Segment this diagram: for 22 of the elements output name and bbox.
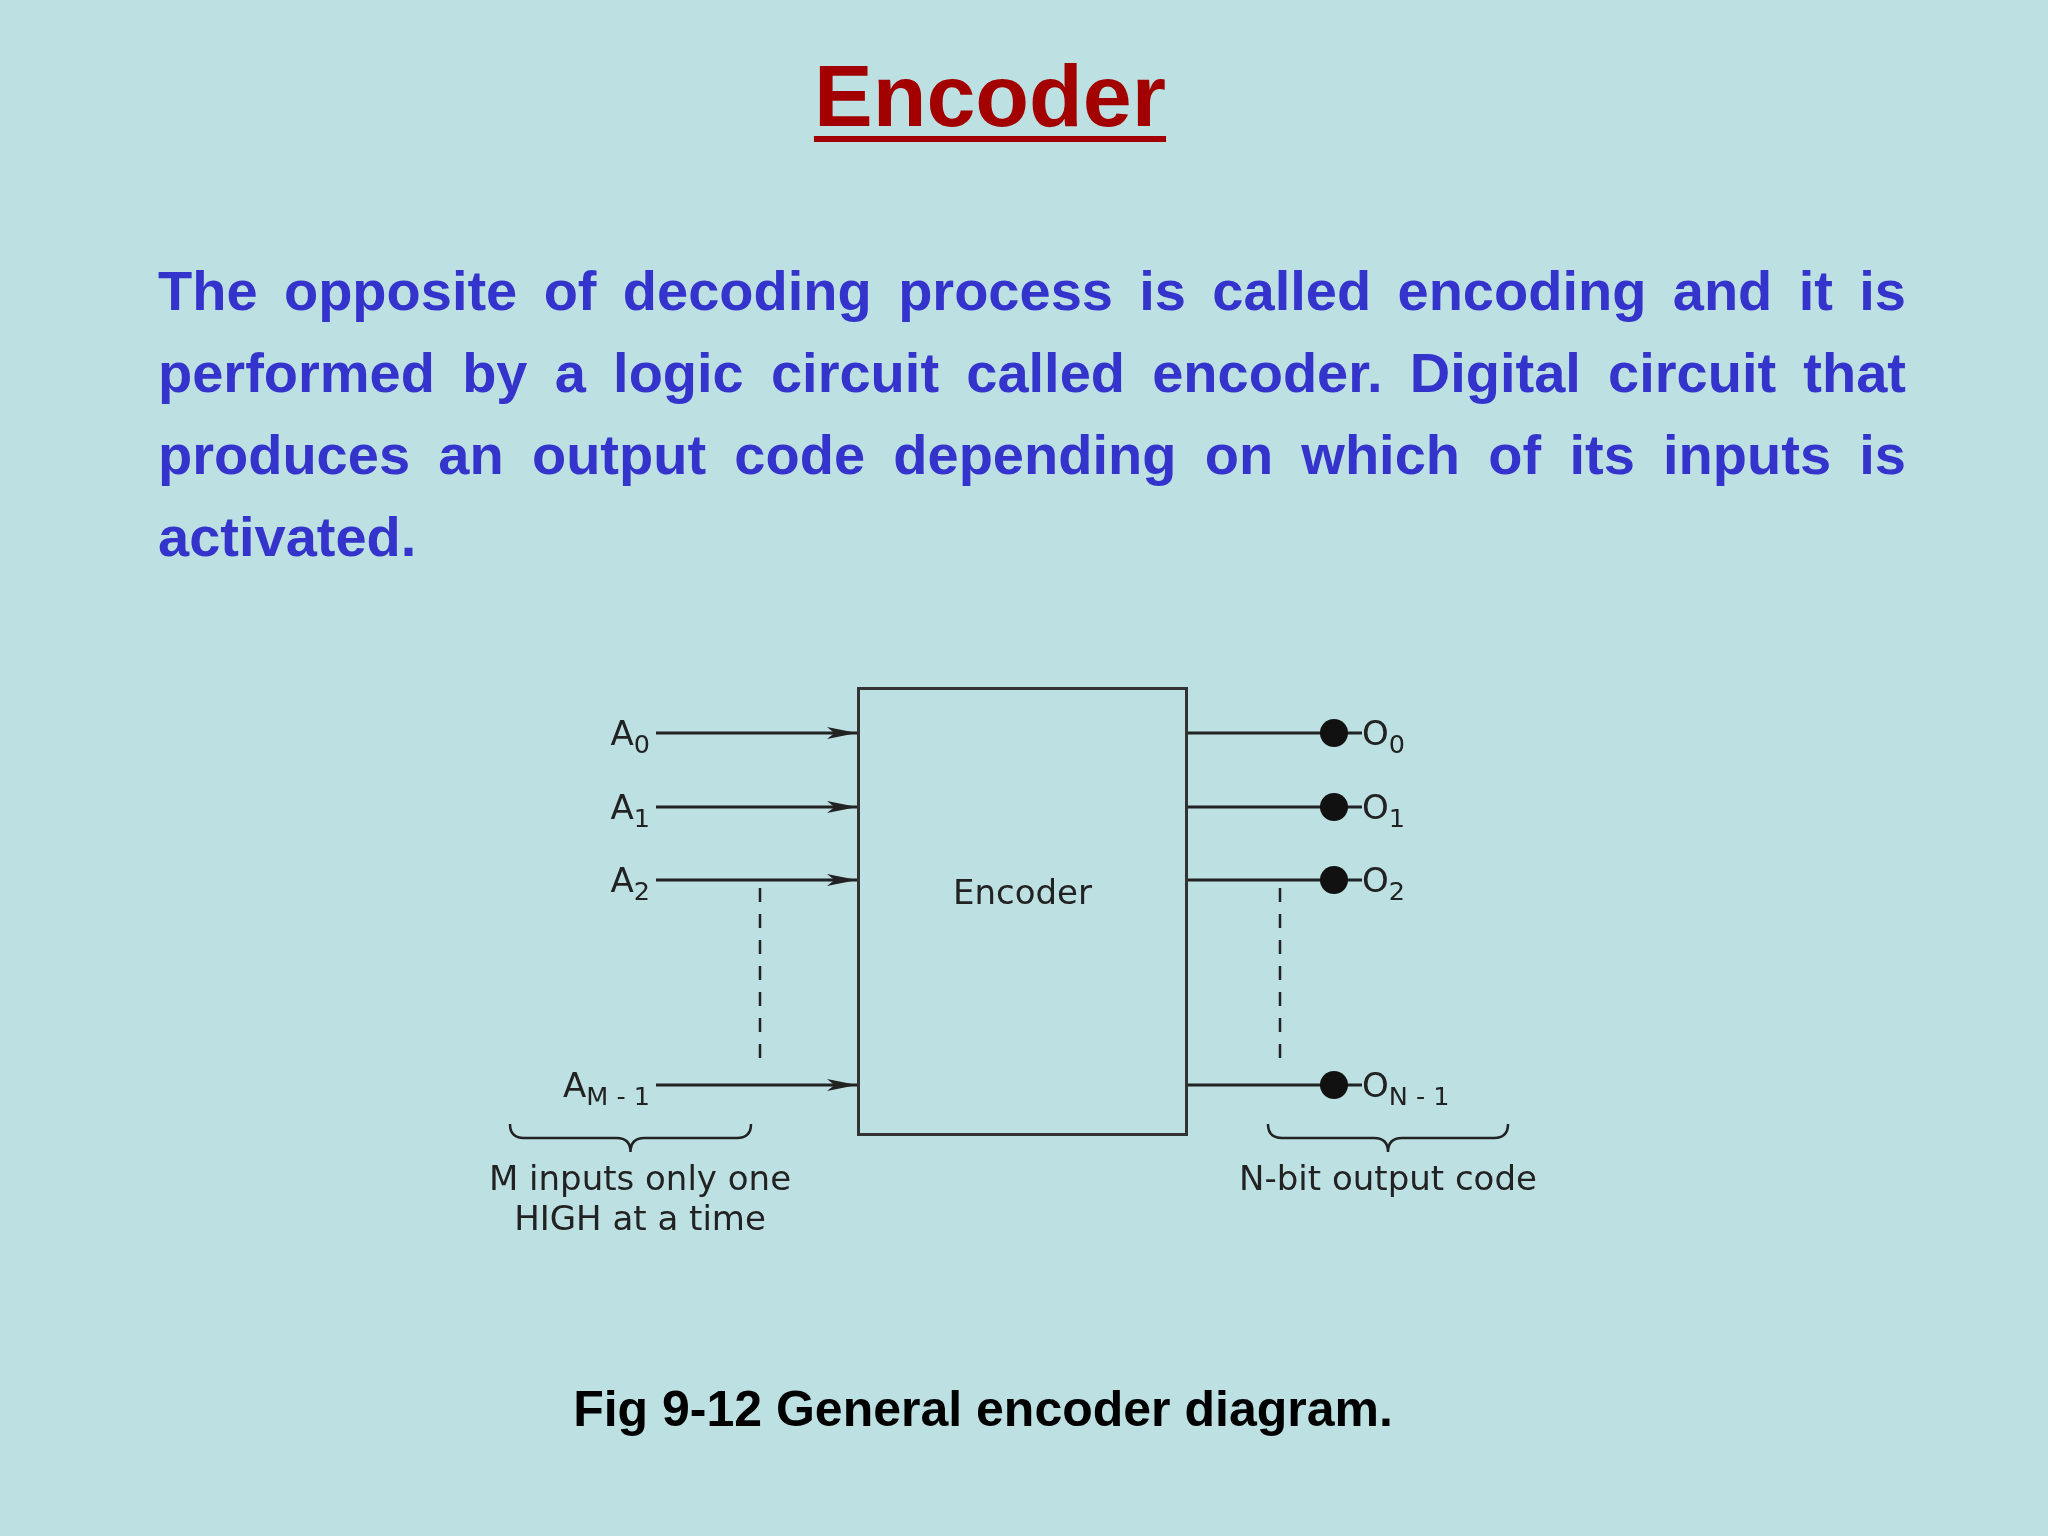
- input-arrow: [656, 801, 857, 813]
- encoder-block: Encoder: [857, 687, 1188, 1136]
- output-label: O$_{1}$: [1362, 785, 1472, 829]
- output-label: O$_{0}$: [1362, 711, 1472, 755]
- input-arrow: [656, 874, 857, 886]
- input-label: A$_{0}$: [540, 711, 650, 755]
- input-arrow: [656, 727, 857, 739]
- input-label: A$_{1}$: [540, 785, 650, 829]
- output-line: [1188, 1071, 1362, 1099]
- brace-label: N-bit output code: [1238, 1158, 1538, 1198]
- brace-label: M inputs only one HIGH at a time: [487, 1158, 793, 1238]
- input-label: A$_{M - 1}$: [490, 1063, 650, 1107]
- output-line: [1188, 793, 1362, 821]
- output-line: [1188, 719, 1362, 747]
- figure-caption: Fig 9-12 General encoder diagram.: [572, 1380, 1394, 1438]
- description-paragraph: The opposite of decoding process is called encoding and it is performed by a logic circuit called encoder. Digital circuit that produces an output code depending on which of its inputs is activated.: [158, 258, 1906, 570]
- output-label: O$_{N - 1}$: [1362, 1063, 1522, 1107]
- output-label: O$_{2}$: [1362, 858, 1472, 902]
- slide-title: Encoder: [813, 46, 1167, 145]
- output-line: [1188, 866, 1362, 894]
- input-arrow: [656, 1079, 857, 1091]
- input-label: A$_{2}$: [540, 858, 650, 902]
